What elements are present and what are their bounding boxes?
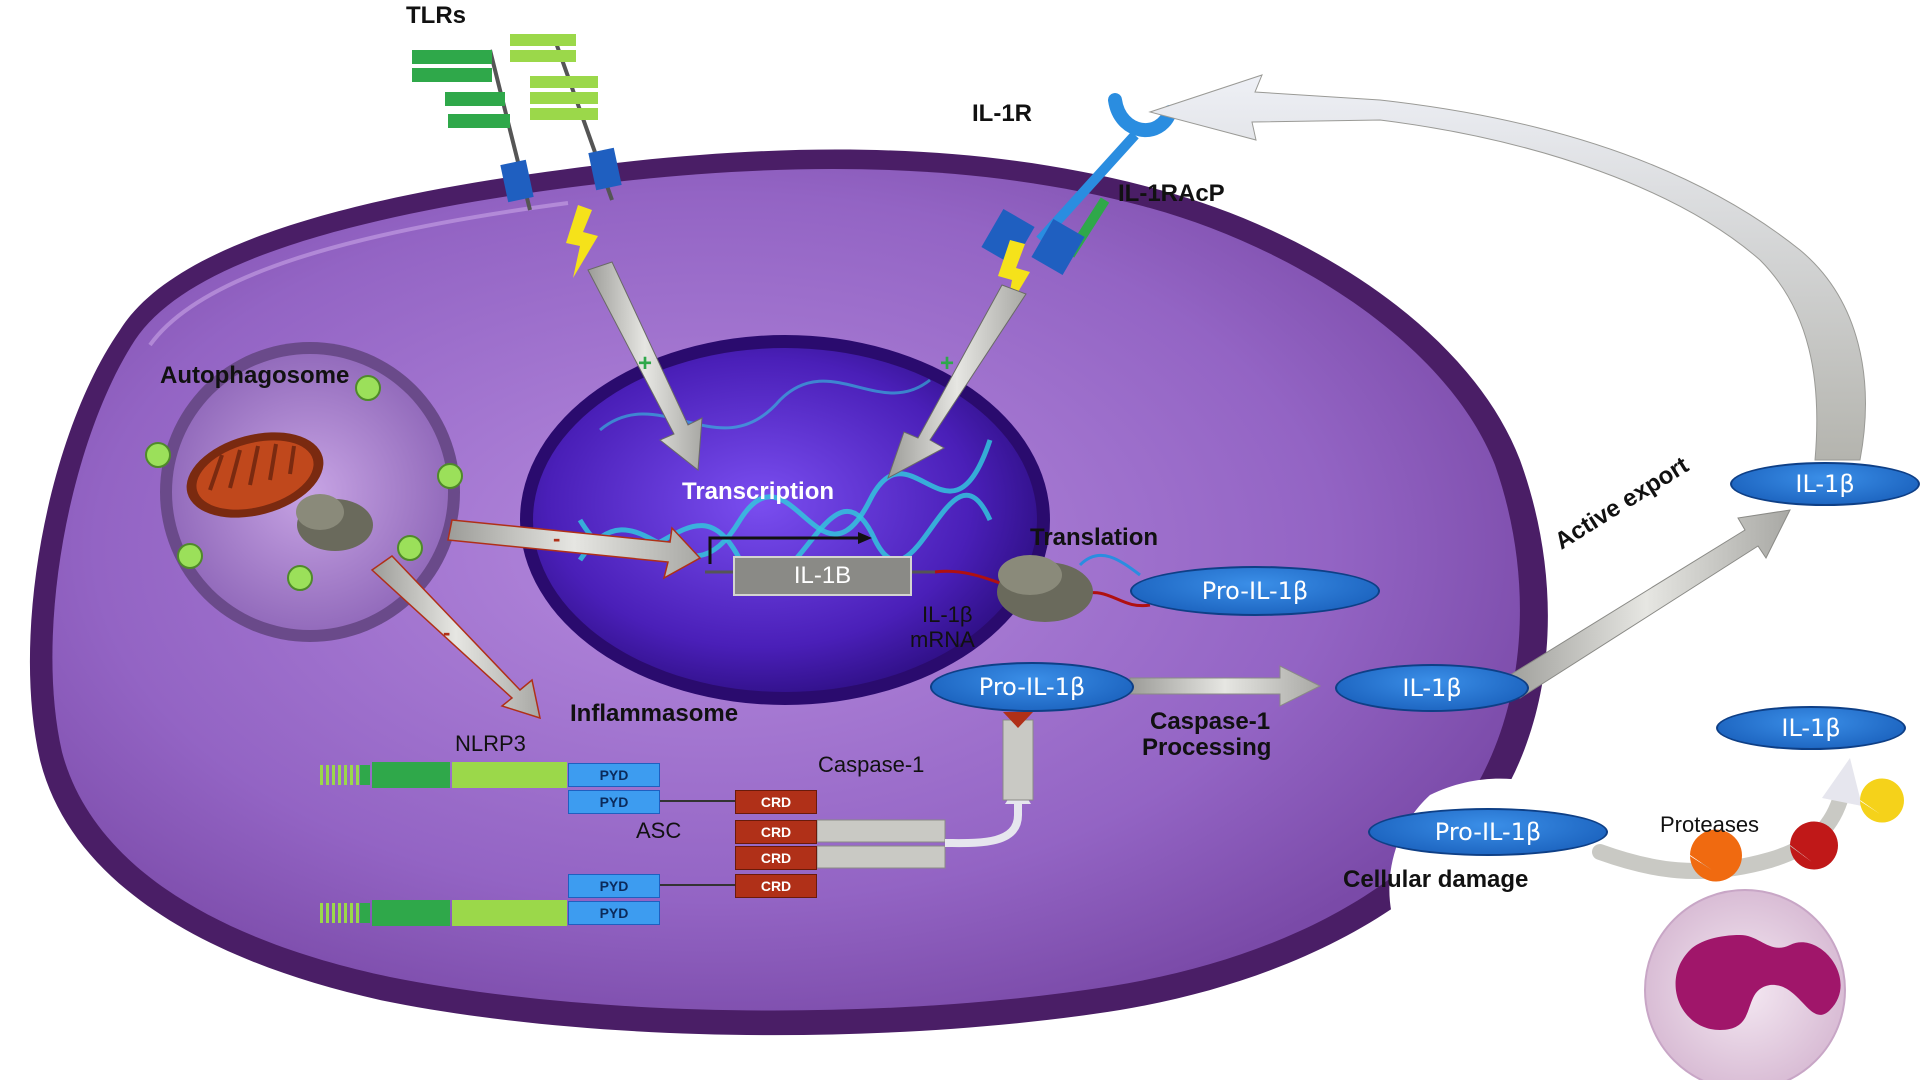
pro-il1b-caspase: Pro-IL-1β [930,662,1134,712]
crd-domain-1: CRD [735,790,817,814]
transcription-label: Transcription [682,478,835,505]
autocrine-loop-arrow [1148,74,1866,461]
minus-sign-gene: - [553,526,561,551]
proteases-label: Proteases [1660,812,1760,837]
pyd-domain-1: PYD [568,763,660,787]
tlrs-label: TLRs [406,2,466,29]
pyd-domain-3: PYD [568,874,660,898]
pyd-domain-4: PYD [568,901,660,925]
membrane-highlight [148,201,569,347]
tlr-receptor-2 [510,34,622,201]
inflammasome-label: Inflammasome [570,700,739,727]
protease-orange [1690,829,1742,882]
autophagosome-to-gene-arrow [447,519,702,580]
crd-domain-4: CRD [735,874,817,898]
transcription-start-arrow [708,536,860,564]
asc-label: ASC [636,818,682,843]
translation-label: Translation [1030,524,1159,551]
nlrp3-top [320,762,567,788]
crd-domain-3: CRD [735,846,817,870]
dna-strand-2 [577,492,993,582]
processing-label-line2: Processing [1142,734,1272,761]
il1r-to-nucleus-arrow [887,284,1027,480]
lrr-top [320,765,359,785]
mrna-label-line2: mRNA [910,627,975,652]
il1b-processed: IL-1β [1335,664,1529,712]
plus-sign-tlr: + [638,350,653,377]
cellular-damage-label: Cellular damage [1343,866,1529,893]
dna-strand-3 [599,378,931,432]
pro-il1b-damage: Pro-IL-1β [1368,808,1608,856]
tlr-to-nucleus-arrow [587,261,703,471]
il1racp-label: IL-1RAcP [1118,180,1225,207]
il1r-label: IL-1R [972,100,1032,127]
translation-ribosome [997,555,1093,622]
processing-label-line1: Caspase-1 [1150,708,1271,735]
caspase1-column [1002,712,1034,801]
tlr-receptor-1 [412,49,534,211]
pro-il1b-translation: Pro-IL-1β [1130,566,1380,616]
lightning-il1r [998,240,1030,312]
autophagosome-label: Autophagosome [160,362,350,389]
lightning-tlr [566,205,598,278]
neutrophil-nucleus [1675,935,1841,1030]
mitochondrion [186,432,324,518]
pyd-domain-2: PYD [568,790,660,814]
plus-sign-il1r: + [940,350,955,377]
caspase1-label: Caspase-1 [818,752,925,777]
protease-red [1790,821,1838,870]
autophagosome-to-inflammasome-arrow [370,555,541,720]
minus-sign-inflammasome: - [443,620,451,645]
active-export-arrow [1501,509,1791,699]
asc-linkers [660,800,735,886]
nlrp3-label: NLRP3 [455,731,526,756]
mrna-label-line1: IL-1β [922,602,973,627]
crd-domain-2: CRD [735,820,817,844]
processing-arrow [1129,665,1322,707]
nascent-peptide [1078,553,1141,577]
il1b-protease-cleaved: IL-1β [1716,706,1906,750]
il1r-receptor [981,93,1177,276]
nucleus-inner [533,348,1037,692]
il1b-exported: IL-1β [1730,462,1920,506]
protease-yellow [1860,778,1904,823]
nlrp3-bottom [320,900,567,926]
il1b-gene-box: IL-1B [733,556,912,596]
ribosome-in-autophagosome [296,494,373,551]
autophagosome-green-dots [145,375,463,591]
